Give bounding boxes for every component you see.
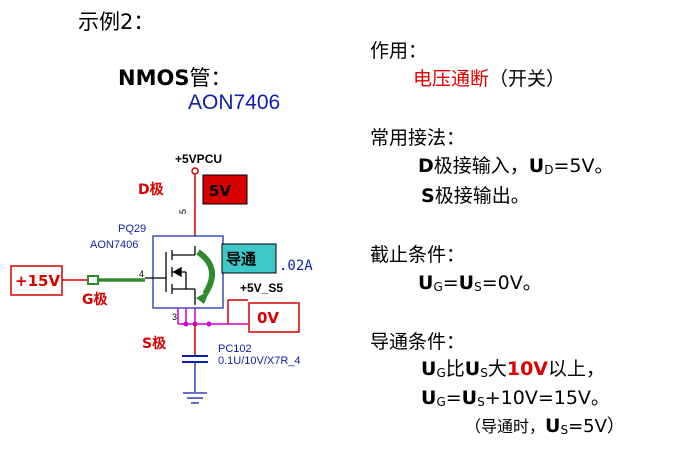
status-box [221, 243, 277, 274]
cutoff-header: 截止条件： [370, 244, 466, 266]
current-flow-arrow [196, 249, 215, 296]
status-label: 导通 [226, 250, 256, 268]
function-value-tail: （开关） [489, 68, 566, 90]
usage-header: 常用接法： [370, 127, 466, 149]
supply-label: +5VPCU [175, 152, 222, 166]
function-value-red: 电压通断 [413, 68, 490, 90]
drain-voltage: 5V [209, 182, 231, 200]
conduct-u2: U [464, 358, 481, 380]
junction-dot-3 [206, 321, 212, 327]
ground-symbol [183, 392, 207, 404]
usage-u: U [528, 155, 545, 177]
junction-dot-1 [183, 321, 189, 327]
function-header: 作用： [370, 40, 428, 62]
conduct-l2-sub-g: G [436, 395, 446, 409]
conduct-line-2: UG=US+10V=15V。 [421, 383, 610, 410]
function-value: 电压通断（开关） [413, 64, 565, 91]
conduct-threshold: 10V [506, 358, 548, 380]
conduct-tail: 以上， [548, 358, 606, 380]
cap-value: 0.1U/10V/X7R_4 [218, 355, 301, 367]
note-sub-s: S [560, 423, 569, 437]
conduct-u1: U [421, 358, 437, 380]
ref-designator: PQ29 [118, 223, 146, 235]
ref-part: AON7406 [90, 239, 138, 251]
usage-line-2: S极接输出。 [421, 181, 530, 208]
conduct-da: 大 [487, 358, 507, 380]
usage-tail: =5V。 [553, 155, 614, 177]
source-voltage-box [248, 302, 300, 333]
conduct-line-1: UG比US大10V以上， [421, 354, 605, 381]
part-number: AON7406 [188, 91, 281, 114]
gate-label: G极 [82, 291, 108, 308]
device-type: NMOS管： [118, 62, 231, 92]
conduct-l2-u1: U [421, 387, 437, 409]
output-rail-label: +5V_S5 [240, 281, 283, 295]
usage-text-a: 极接输入， [433, 155, 529, 177]
cap-ref: PC102 [218, 343, 252, 355]
note-text: （导通时， [465, 417, 546, 436]
pin-bottom-number: 3 [172, 312, 177, 322]
usage-sub-d: D [544, 163, 554, 177]
pin-gate-number: 4 [139, 269, 144, 279]
cutoff-sub-s: S [474, 280, 482, 294]
usage-line-1: D极接输入，UD=5V。 [418, 151, 614, 178]
conduct-l2-tail: +10V=15V。 [484, 387, 610, 409]
mosfet-symbol [145, 246, 196, 305]
device-type-bold: NMOS [118, 66, 190, 90]
conduct-mid: 比 [445, 358, 465, 380]
conduct-note: （导通时，US=5V） [465, 412, 625, 438]
usage-s: S [421, 185, 435, 207]
current-flow-arrowhead [196, 290, 210, 304]
cutoff-tail: =0V。 [481, 272, 542, 294]
gate-input-voltage: +15V [15, 272, 60, 290]
note-u: U [545, 415, 561, 437]
current-value-tail: .02A [279, 258, 313, 274]
source-voltage: 0V [257, 309, 279, 327]
example-title: 示例2： [78, 10, 155, 34]
conduct-l2-sub-s: S [477, 395, 485, 409]
device-type-tail: 管： [189, 66, 232, 90]
cutoff-u2: U [458, 272, 475, 294]
drain-voltage-box [202, 174, 248, 205]
cutoff-sub-g: G [433, 280, 443, 294]
cutoff-eq: = [442, 272, 459, 294]
conduct-l2-eq: = [445, 387, 462, 409]
conduct-sub-s: S [480, 366, 488, 380]
pin-top-number: 5 [178, 209, 188, 214]
note-tail: =5V） [568, 416, 625, 437]
drain-label: D极 [138, 181, 165, 198]
conduct-header: 导通条件： [370, 331, 466, 353]
supply-node [191, 167, 199, 175]
conduct-sub-g: G [436, 366, 446, 380]
source-label: S极 [142, 335, 167, 352]
gate-connector [87, 275, 99, 285]
usage-line-2-tail: 极接输出。 [434, 185, 530, 207]
cutoff-condition: UG=US=0V。 [418, 268, 542, 295]
cutoff-u1: U [418, 272, 434, 294]
usage-d: D [418, 155, 434, 177]
conduct-l2-u2: U [461, 387, 478, 409]
